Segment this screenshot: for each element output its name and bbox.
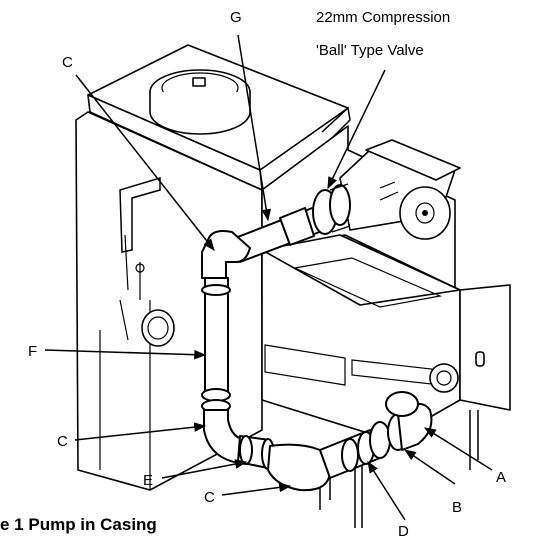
compression-ball-valve	[279, 183, 351, 246]
label-b: B	[452, 499, 462, 516]
leader-lines	[44, 34, 493, 521]
callout-labels: G 22mm Compression 'Ball' Type Valve C F…	[0, 9, 506, 540]
label-c-top: C	[62, 54, 73, 71]
flue-outlet	[149, 69, 251, 135]
thermostat-knob	[429, 363, 459, 393]
figure-caption: e 1 Pump in Casing	[0, 515, 157, 534]
label-c-bottom: C	[204, 489, 215, 506]
pump	[339, 139, 461, 240]
label-a: A	[496, 469, 506, 486]
label-valve-line1: 22mm Compression	[316, 9, 450, 26]
label-f: F	[28, 343, 37, 360]
label-c-middle: C	[57, 433, 68, 450]
label-e: E	[143, 472, 153, 489]
label-valve-line2: 'Ball' Type Valve	[316, 42, 424, 59]
label-d: D	[398, 523, 409, 540]
label-g: G	[230, 9, 242, 26]
